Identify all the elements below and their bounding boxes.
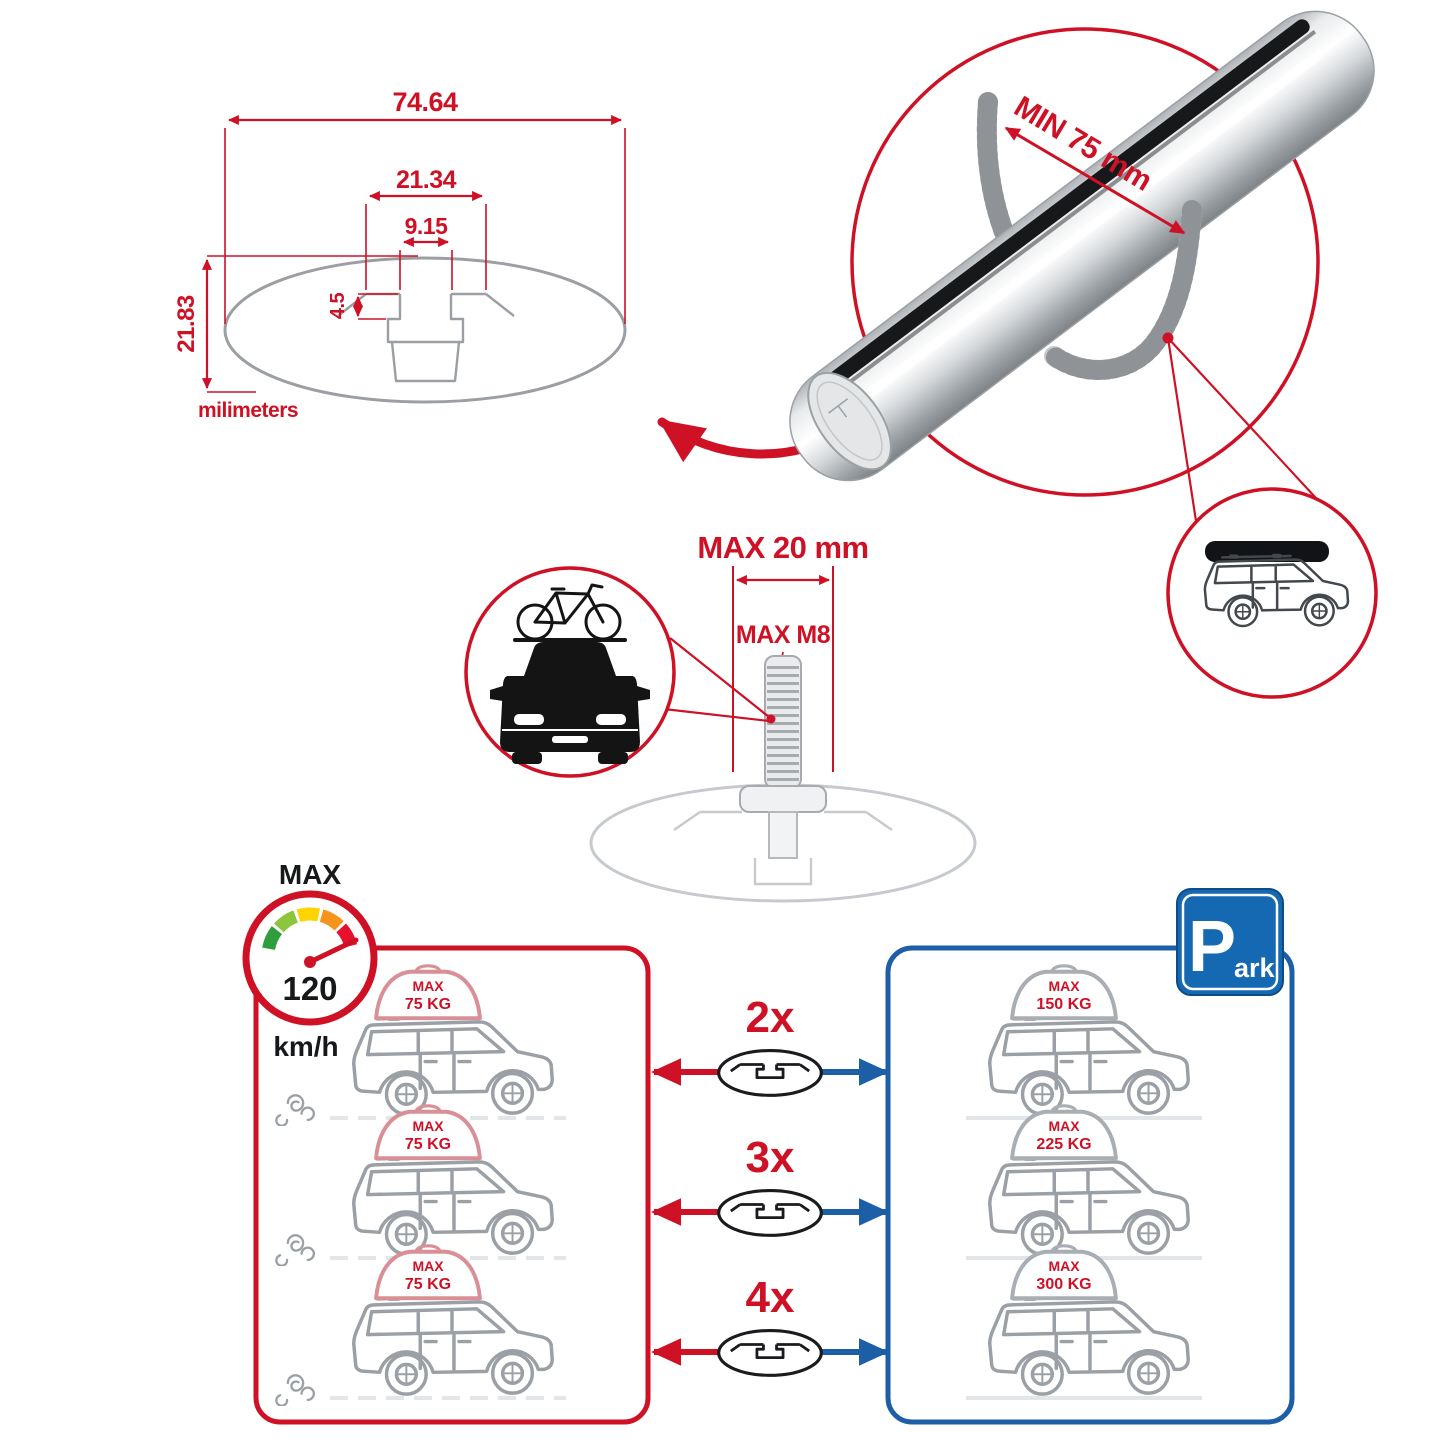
cargo-max-label: MAX (1048, 1258, 1080, 1274)
quantity-label: 4x (746, 1273, 795, 1322)
units-label: milimeters (198, 399, 298, 422)
cargo-max-label: MAX (1048, 978, 1080, 994)
crossbar-profile-icon (717, 1048, 823, 1097)
bolt-diagram: MAX 20 mm MAX M8 (589, 530, 977, 903)
bar-end-cap (807, 371, 892, 471)
max-length-label: MAX 20 mm (697, 530, 868, 565)
crossbar-profile-icon (717, 1188, 823, 1237)
bike-icon (513, 583, 627, 642)
cargo-load-value: 150 KG (1036, 996, 1091, 1013)
gauge-value: 120 (282, 970, 337, 1007)
gauge-arcs (262, 907, 358, 951)
bike-car-circle (464, 566, 770, 778)
dim-channel-width-label: 21.34 (396, 166, 457, 194)
quantity-label: 3x (746, 1133, 795, 1182)
cargo-load-value: 75 KG (405, 996, 451, 1013)
speed-gauge: MAX 120 km/h (242, 859, 378, 1062)
dimension-extension-lines (207, 128, 626, 393)
quantity-row-1: 2x (651, 993, 889, 1097)
gauge-needle (307, 937, 359, 965)
roofbox-car-circle (1166, 487, 1378, 699)
bolt-dim-extensions (732, 566, 834, 772)
dim-overall-width-label: 74.64 (392, 87, 458, 117)
gauge-unit: km/h (273, 1031, 338, 1062)
driving-rows: MAX 75 KG MAX 75 KG MAX 75 KG (275, 963, 566, 1406)
bolt-profile-lines (673, 810, 893, 886)
park-sign-suffix: ark (1234, 953, 1276, 983)
cargo-max-label: MAX (1048, 1118, 1080, 1134)
parked-row-3: MAX 300 KG (966, 1243, 1202, 1400)
car-front-icon (490, 642, 650, 764)
dim-profile-height-label: 21.83 (173, 295, 200, 353)
park-sign: P ark (1176, 888, 1284, 996)
dim-lip-depth-label: 4.5 (327, 292, 349, 319)
max-thread-label: MAX M8 (736, 621, 831, 649)
cargo-max-label: MAX (412, 978, 444, 994)
bike-callout-lines (654, 637, 770, 723)
dim-slot-width-label: 9.15 (405, 213, 448, 239)
cargo-max-label: MAX (412, 1258, 444, 1274)
profile-ellipse (223, 256, 627, 404)
bar-detail-circle: MIN 75 mm (789, 10, 1375, 538)
gauge-max-label: MAX (279, 859, 342, 890)
dimension-lines (201, 114, 623, 390)
roofbox-circle-outline (1166, 487, 1378, 699)
gauge-needle-hub (304, 956, 316, 968)
driving-row-3: MAX 75 KG (275, 1243, 566, 1406)
park-sign-letter: P (1188, 907, 1236, 987)
min-clearance-arrow (1004, 126, 1186, 235)
parked-rows: MAX 150 KG MAX 225 KG MAX 300 KG (966, 963, 1202, 1400)
quantity-row-3: 4x (651, 1273, 889, 1377)
cargo-load-value: 75 KG (405, 1136, 451, 1153)
quantity-row-2: 3x (651, 1133, 889, 1237)
cross-section-diagram: 74.64 21.34 9.15 4.5 21.83 milimeters (173, 87, 627, 422)
clamp-rod-right (1044, 200, 1202, 380)
roof-box (1205, 541, 1329, 562)
cargo-load-value: 300 KG (1036, 1276, 1091, 1293)
cargo-load-value: 225 KG (1036, 1136, 1091, 1153)
tslot-bolt (739, 655, 827, 859)
quantity-label: 2x (746, 993, 795, 1042)
quantity-column: 2x 3x 4x (651, 993, 889, 1377)
crossbar-profile-icon (717, 1328, 823, 1377)
cargo-max-label: MAX (412, 1118, 444, 1134)
cargo-load-value: 75 KG (405, 1276, 451, 1293)
